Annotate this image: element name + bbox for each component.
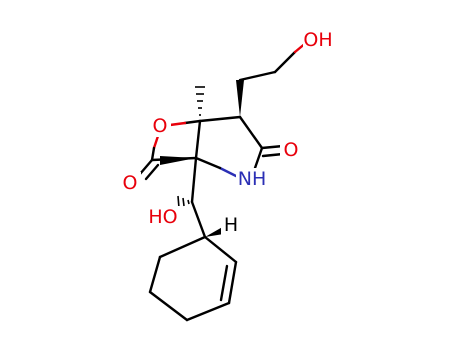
bond-ring-1 xyxy=(203,235,238,264)
bond-c5-oring-a xyxy=(183,119,202,125)
bond-c4-o-a xyxy=(260,144,285,150)
bond-c4-o-b xyxy=(261,152,285,158)
label-bg-lactone-o xyxy=(119,172,141,194)
bond-choh-ring xyxy=(190,200,207,239)
bond-oring-c7-a xyxy=(152,134,160,150)
bond-ring-4 xyxy=(148,290,189,322)
bond-n-c1b xyxy=(194,156,222,170)
bond-ring-3 xyxy=(185,301,231,322)
bond-ring-5 xyxy=(148,255,162,294)
bond-ring-2b xyxy=(219,264,229,302)
bond-ring-2 xyxy=(227,260,238,305)
amide-nh-label: NH xyxy=(238,168,267,190)
wedge-c1-c7 xyxy=(160,156,196,165)
label-bg-ho xyxy=(146,206,180,228)
bond-oring-c7-b xyxy=(150,146,156,162)
ring-oxygen-label: O xyxy=(153,115,168,137)
stereo-hydrogen-label: H xyxy=(224,214,238,236)
bond-c3-c4 xyxy=(238,115,264,150)
hydroxyl-side-label: HO xyxy=(148,206,177,228)
hydroxyl-top-label: OH xyxy=(303,29,332,51)
lactone-carbonyl-oxygen-label: O xyxy=(123,172,138,194)
bond-c5-c1 xyxy=(194,119,202,160)
bond-c7-o-a xyxy=(138,158,154,176)
label-bg-h xyxy=(221,214,241,236)
bond-c3-ch2a xyxy=(238,70,277,82)
label-bg-lactam-o xyxy=(280,139,302,161)
bond-c4-n xyxy=(253,146,264,170)
bond-c5-oring-b xyxy=(168,121,187,127)
label-bg-oh-top xyxy=(303,29,333,51)
lactam-carbonyl-oxygen-label: O xyxy=(284,139,299,161)
bond-c1-choh xyxy=(190,156,198,204)
label-bg-nh xyxy=(236,168,268,190)
atom-label-layer: OH O O O NH HO H xyxy=(119,29,333,236)
bond-c7-o-b xyxy=(144,163,160,181)
bond-c5-c3 xyxy=(198,115,242,123)
wedge-c3-chain xyxy=(236,80,244,117)
bond-layer xyxy=(138,40,309,322)
bond-ring-6 xyxy=(158,235,207,259)
label-bg-ring-o xyxy=(149,115,171,137)
bond-n-c1a xyxy=(218,166,238,178)
bond-ch2a-ch2b xyxy=(273,50,297,74)
hash-methyl xyxy=(195,86,205,116)
